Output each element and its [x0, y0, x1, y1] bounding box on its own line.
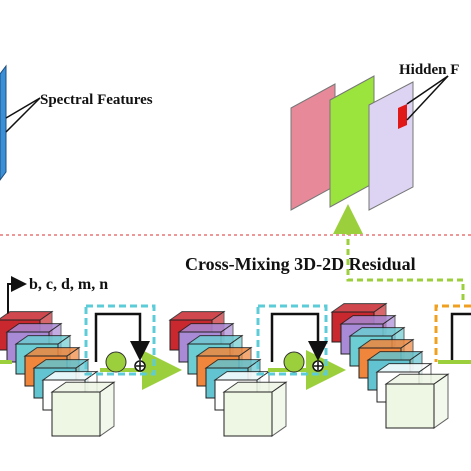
cube-layer — [50, 381, 116, 437]
hidden-plane-pink — [290, 83, 336, 211]
flow-to-hidden — [333, 204, 465, 300]
spectral-features-label: Spectral Features — [40, 92, 153, 108]
green-node-icon — [283, 351, 305, 373]
residual-block-2 — [256, 304, 328, 376]
residual-block-3 — [434, 304, 471, 362]
residual-block-1 — [84, 304, 156, 376]
cross-mixing-label: Cross-Mixing 3D-2D Residual — [185, 254, 416, 274]
cube-layer — [384, 373, 450, 429]
plus-circle-icon — [134, 360, 146, 372]
hidden-feature-maps — [290, 75, 414, 211]
params-arrow — [7, 276, 27, 314]
plus-circle-icon — [312, 360, 324, 372]
hidden-highlight-patch — [398, 104, 407, 129]
spectral-features-pointers — [5, 97, 41, 133]
hidden-plane-lavender — [368, 81, 414, 211]
params-label: b, c, d, m, n — [29, 276, 108, 293]
hidden-features-pointers — [406, 75, 449, 121]
cube-stack-1 — [0, 310, 116, 437]
cube-stack-2 — [168, 310, 288, 437]
cube-layer — [222, 381, 288, 437]
green-node-icon — [105, 351, 127, 373]
hidden-plane-green — [329, 75, 375, 208]
hidden-features-label: Hidden F — [399, 62, 459, 78]
spectral-feature-block — [0, 64, 7, 181]
cube-stack-3 — [330, 302, 450, 429]
